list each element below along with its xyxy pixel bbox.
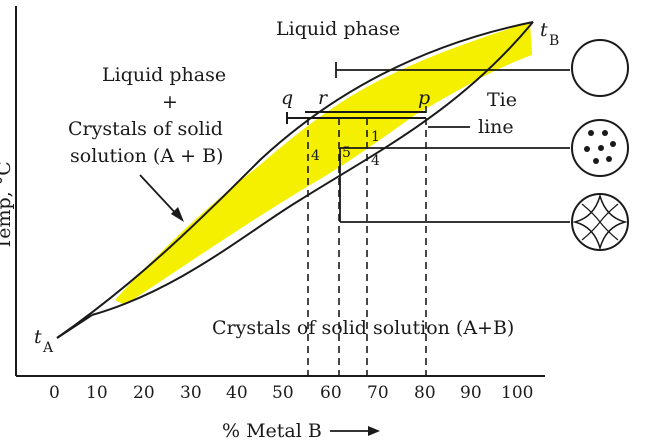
solid-microstructure	[571, 193, 629, 251]
x-tick: 40	[226, 383, 248, 403]
two-phase-plus: +	[162, 91, 178, 113]
mark-1: 1	[371, 129, 380, 145]
point-p: p	[418, 87, 430, 109]
x-tick: 30	[180, 383, 202, 403]
mark-4-right: 4	[371, 153, 380, 169]
tie-label-1: Tie	[487, 89, 517, 111]
point-q: q	[281, 87, 293, 109]
tie-label-2: line	[478, 116, 514, 138]
x-tick: 50	[272, 383, 294, 403]
two-phase-label-3: solution (A + B)	[70, 145, 223, 167]
x-axis-label-arrowhead	[368, 426, 380, 436]
liquid-microstructure	[571, 39, 629, 97]
liquid-phase-label: Liquid phase	[276, 18, 400, 40]
x-tick: 10	[86, 383, 108, 403]
two-phase-label-1: Liquid phase	[102, 64, 226, 86]
solid-region-label: Crystals of solid solution (A+B)	[212, 317, 514, 339]
x-tick: 0	[49, 383, 60, 403]
pointer-arrowhead	[171, 207, 184, 222]
x-tick: 60	[320, 383, 342, 403]
x-tick: 90	[460, 383, 482, 403]
two-phase-label-2: Crystals of solid	[68, 118, 223, 140]
liquidus-curve	[56, 21, 534, 339]
tb-label: t B	[540, 19, 559, 49]
x-tick: 80	[414, 383, 436, 403]
two-phase-microstructure	[571, 119, 629, 177]
mark-5: 5	[342, 145, 351, 161]
pointer-arrow	[139, 174, 181, 219]
x-tick: 100	[501, 383, 533, 403]
x-axis-label: % Metal B	[222, 420, 322, 442]
solidus-curve	[91, 21, 534, 316]
start-segment	[56, 314, 93, 339]
ta-label: t A	[34, 326, 54, 356]
x-tick-labels: 0 10 20 30 40 50 60 70 80 90 100	[49, 383, 533, 403]
highlight-band	[115, 22, 532, 305]
point-r: r	[318, 87, 329, 109]
svg-text:B: B	[549, 33, 559, 49]
x-tick: 20	[133, 383, 155, 403]
svg-text:t: t	[34, 326, 42, 348]
svg-text:t: t	[540, 19, 548, 41]
svg-text:A: A	[42, 340, 54, 356]
mark-4-left: 4	[311, 148, 320, 164]
y-axis-label: Temp, °C	[0, 161, 15, 250]
x-tick: 70	[367, 383, 389, 403]
